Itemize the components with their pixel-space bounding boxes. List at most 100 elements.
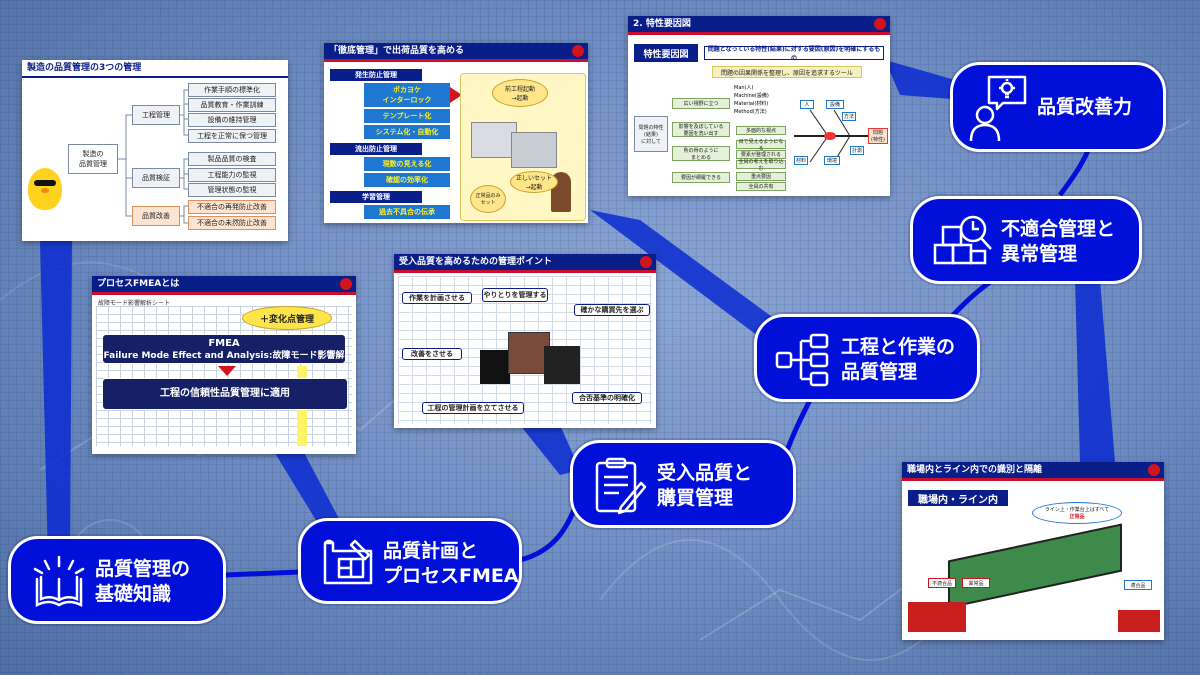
idea-person-icon	[969, 75, 1027, 142]
node-label: 品質管理の 基礎知識	[95, 558, 191, 605]
point-label: 合否基準の明確化	[572, 392, 642, 404]
tree-connectors	[118, 89, 188, 224]
open-book-icon	[33, 555, 85, 608]
tag: 適合品	[1124, 580, 1152, 590]
four-m-item: Machine(設備)	[734, 93, 769, 99]
banner: 問題となっている特性(結果)に対する要因(原因)を明確にするもの	[704, 46, 884, 62]
node-nonconform[interactable]: 不適合管理と 異常管理	[910, 196, 1142, 284]
section-item-text: ポカヨケ インターロック	[382, 86, 432, 104]
node-label: 受入品質と 購買管理	[657, 462, 753, 509]
red-arrow-icon	[450, 87, 462, 103]
node-label: 不適合管理と 異常管理	[1001, 218, 1116, 265]
slide-title: プロセスFMEAとは	[92, 276, 356, 295]
section-item-text: システム化・自動化	[375, 128, 439, 136]
section-item: 過去不具合の伝承	[364, 205, 450, 219]
slide-title: 受入品質を高めるための管理ポイント	[394, 254, 656, 273]
brand-logo-icon	[572, 45, 584, 57]
subbanner: 問題の因果関係を整理し、原因を追求するツール	[712, 66, 862, 78]
slide-fmea: プロセスFMEAとは 故障モード影響解析シート ＋変化点管理 FMEA Fail…	[92, 276, 356, 454]
boxes-magnifier-icon	[933, 215, 992, 265]
fish-label: 設備	[826, 100, 844, 109]
section-item-text: 確認の効率化	[386, 176, 428, 184]
section-item-text: 現数の見える化	[382, 160, 432, 168]
fish-label: 材料	[794, 156, 808, 165]
point-label: 改善をさせる	[402, 348, 462, 360]
branch: 影響を及ぼしている 要因を洗い出す	[672, 122, 730, 137]
node-improve[interactable]: 品質改善力	[950, 62, 1166, 152]
four-m-item: Method(方法)	[734, 109, 767, 115]
workbench-red	[908, 602, 966, 632]
change-point-bubble: ＋変化点管理	[242, 306, 332, 330]
branch: 広い視野に立つ	[672, 98, 730, 109]
bubble: ライン上・作業台上はすべて 正常品	[1032, 502, 1122, 524]
node-incoming[interactable]: 受入品質と 購買管理	[570, 440, 796, 528]
left-root: 問題の特性 (結果) に対して	[634, 116, 668, 152]
bubble-text: ライン上・作業台上はすべて	[1044, 507, 1110, 513]
section-item-text: 過去不具合の伝承	[379, 208, 435, 216]
slide-title: 2. 特性要因図	[628, 16, 890, 35]
section-item: 確認の効率化	[364, 173, 450, 187]
item: 製品品質の検査	[188, 152, 276, 166]
slide-title: 職場内とライン内での識別と隔離	[902, 462, 1164, 481]
brand-logo-icon	[340, 278, 352, 290]
group-quality-improve: 品質改善	[132, 206, 180, 226]
slide-shipping: 「徹底管理」で出荷品質を高める 発生防止管理 ポカヨケ インターロック テンプレ…	[324, 43, 588, 223]
group-quality-verify: 品質検証	[132, 168, 180, 188]
brand-logo-icon	[640, 256, 652, 268]
group-process-control: 工程管理	[132, 105, 180, 125]
item: 品質教育・作業訓練	[188, 98, 276, 112]
note: 目で見えるようになる	[736, 139, 786, 152]
node-planning[interactable]: 品質計画と プロセスFMEA	[298, 518, 522, 604]
tag: 不適合品	[928, 578, 956, 588]
fish-label: 計測	[850, 146, 864, 155]
note: 多面的な視点	[736, 126, 786, 135]
section-heading: 発生防止管理	[330, 69, 422, 81]
node-basics[interactable]: 品質管理の 基礎知識	[8, 536, 226, 624]
point-label: 確かな購買先を選ぶ	[574, 304, 650, 316]
node-label: 工程と作業の 品質管理	[841, 336, 956, 383]
section-heading: 流出防止管理	[330, 143, 422, 155]
four-m-list: Man(人) Machine(設備) Material(材料) Method(方…	[734, 84, 786, 116]
note: 全員の共有	[736, 182, 786, 191]
branch: 魚の骨のように まとめる	[672, 146, 730, 161]
fmea-acronym: FMEA	[208, 338, 240, 349]
slide-title-text: 「徹底管理」で出荷品質を高める	[329, 46, 465, 56]
item: 不適合の再発防止改善	[188, 200, 276, 214]
callout-bubble: 正しいセット →起動	[510, 171, 558, 193]
fmea-application: 工程の信頼性品質管理に適用	[102, 378, 348, 410]
factory-illustration	[480, 320, 580, 384]
fish-label: 環境	[824, 156, 840, 165]
tag: 異常品	[962, 578, 990, 588]
hierarchy-flow-icon	[775, 333, 829, 387]
note: 要素が整理される	[736, 150, 786, 159]
bubble-tag: 正常品	[1069, 514, 1085, 520]
fish-head: 問題 (特性)	[868, 128, 888, 144]
workbench-red	[1118, 610, 1160, 632]
callout-bubble: 前工程起動 →起動	[492, 79, 548, 107]
fmea-definition: FMEA Failure Mode Effect and Analysis:故障…	[102, 334, 346, 374]
fish-label: 方法	[842, 112, 856, 121]
item: 設備の維持管理	[188, 113, 276, 127]
point-label: やりとりを管理する	[482, 288, 548, 302]
brand-logo-icon	[1148, 464, 1160, 476]
clipboard-pen-icon	[595, 457, 647, 515]
slide-foundation: 製造の品質管理の3つの管理 製造の 品質管理 工程管理 品質検証 品質改善 作業…	[22, 60, 288, 241]
slide-title: 「徹底管理」で出荷品質を高める	[324, 43, 588, 62]
slide-title-text: 職場内とライン内での識別と隔離	[907, 465, 1043, 475]
node-process[interactable]: 工程と作業の 品質管理	[754, 314, 980, 402]
sheet-title: 故障モード影響解析シート	[98, 300, 171, 307]
fish-label: 人	[800, 100, 814, 109]
mascot-chick	[28, 168, 62, 210]
section-item: テンプレート化	[364, 109, 450, 123]
node-label: 品質計画と プロセスFMEA	[383, 540, 519, 587]
four-m-item: Man(人)	[734, 85, 754, 91]
conveyor-line	[948, 523, 1122, 609]
slide-incoming: 受入品質を高めるための管理ポイント 作業を計画させる やりとりを管理する 確かな…	[394, 254, 656, 428]
blueprint-ruler-icon	[323, 539, 373, 585]
item: 作業手順の標準化	[188, 83, 276, 97]
spreadsheet-background	[96, 306, 352, 446]
slide-line: 職場内とライン内での識別と隔離 職場内・ライン内 ライン上・作業台上はすべて 正…	[902, 462, 1164, 640]
section-item: 現数の見える化	[364, 157, 450, 171]
